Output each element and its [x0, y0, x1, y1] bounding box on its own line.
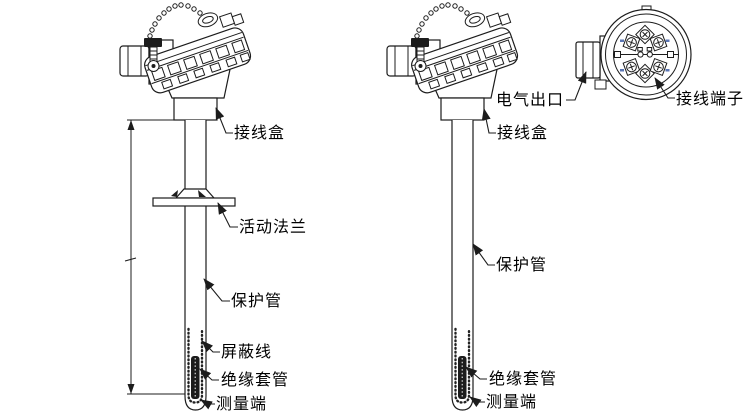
left-thermocouple-drawing [118, 1, 258, 412]
right-thermocouple-drawing [385, 1, 525, 412]
label-junction-box-right: 接线盒 [497, 123, 549, 142]
label-junction-box-left: 接线盒 [234, 123, 286, 142]
label-insulation-sleeve-right: 绝缘套管 [489, 369, 558, 388]
movable-flange-shape [152, 188, 236, 207]
label-shield-wire: 屏蔽线 [221, 342, 273, 361]
label-measuring-end-right: 测量端 [486, 392, 538, 411]
label-electrical-outlet: 电气出口 [496, 90, 565, 109]
length-dimension-line [124, 119, 185, 395]
electrical-outlet-fitting [575, 41, 601, 79]
label-protection-tube-right: 保护管 [496, 255, 548, 274]
leader-lines [199, 71, 675, 410]
label-movable-flange: 活动法兰 [239, 217, 308, 236]
label-measuring-end-left: 测量端 [216, 394, 268, 413]
terminal-head-top-view [575, 5, 692, 101]
label-terminal-block: 接线端子 [676, 89, 745, 108]
label-protection-tube-left: 保护管 [231, 291, 283, 310]
label-insulation-sleeve-left: 绝缘套管 [221, 370, 290, 389]
terminal-screws [614, 24, 674, 84]
